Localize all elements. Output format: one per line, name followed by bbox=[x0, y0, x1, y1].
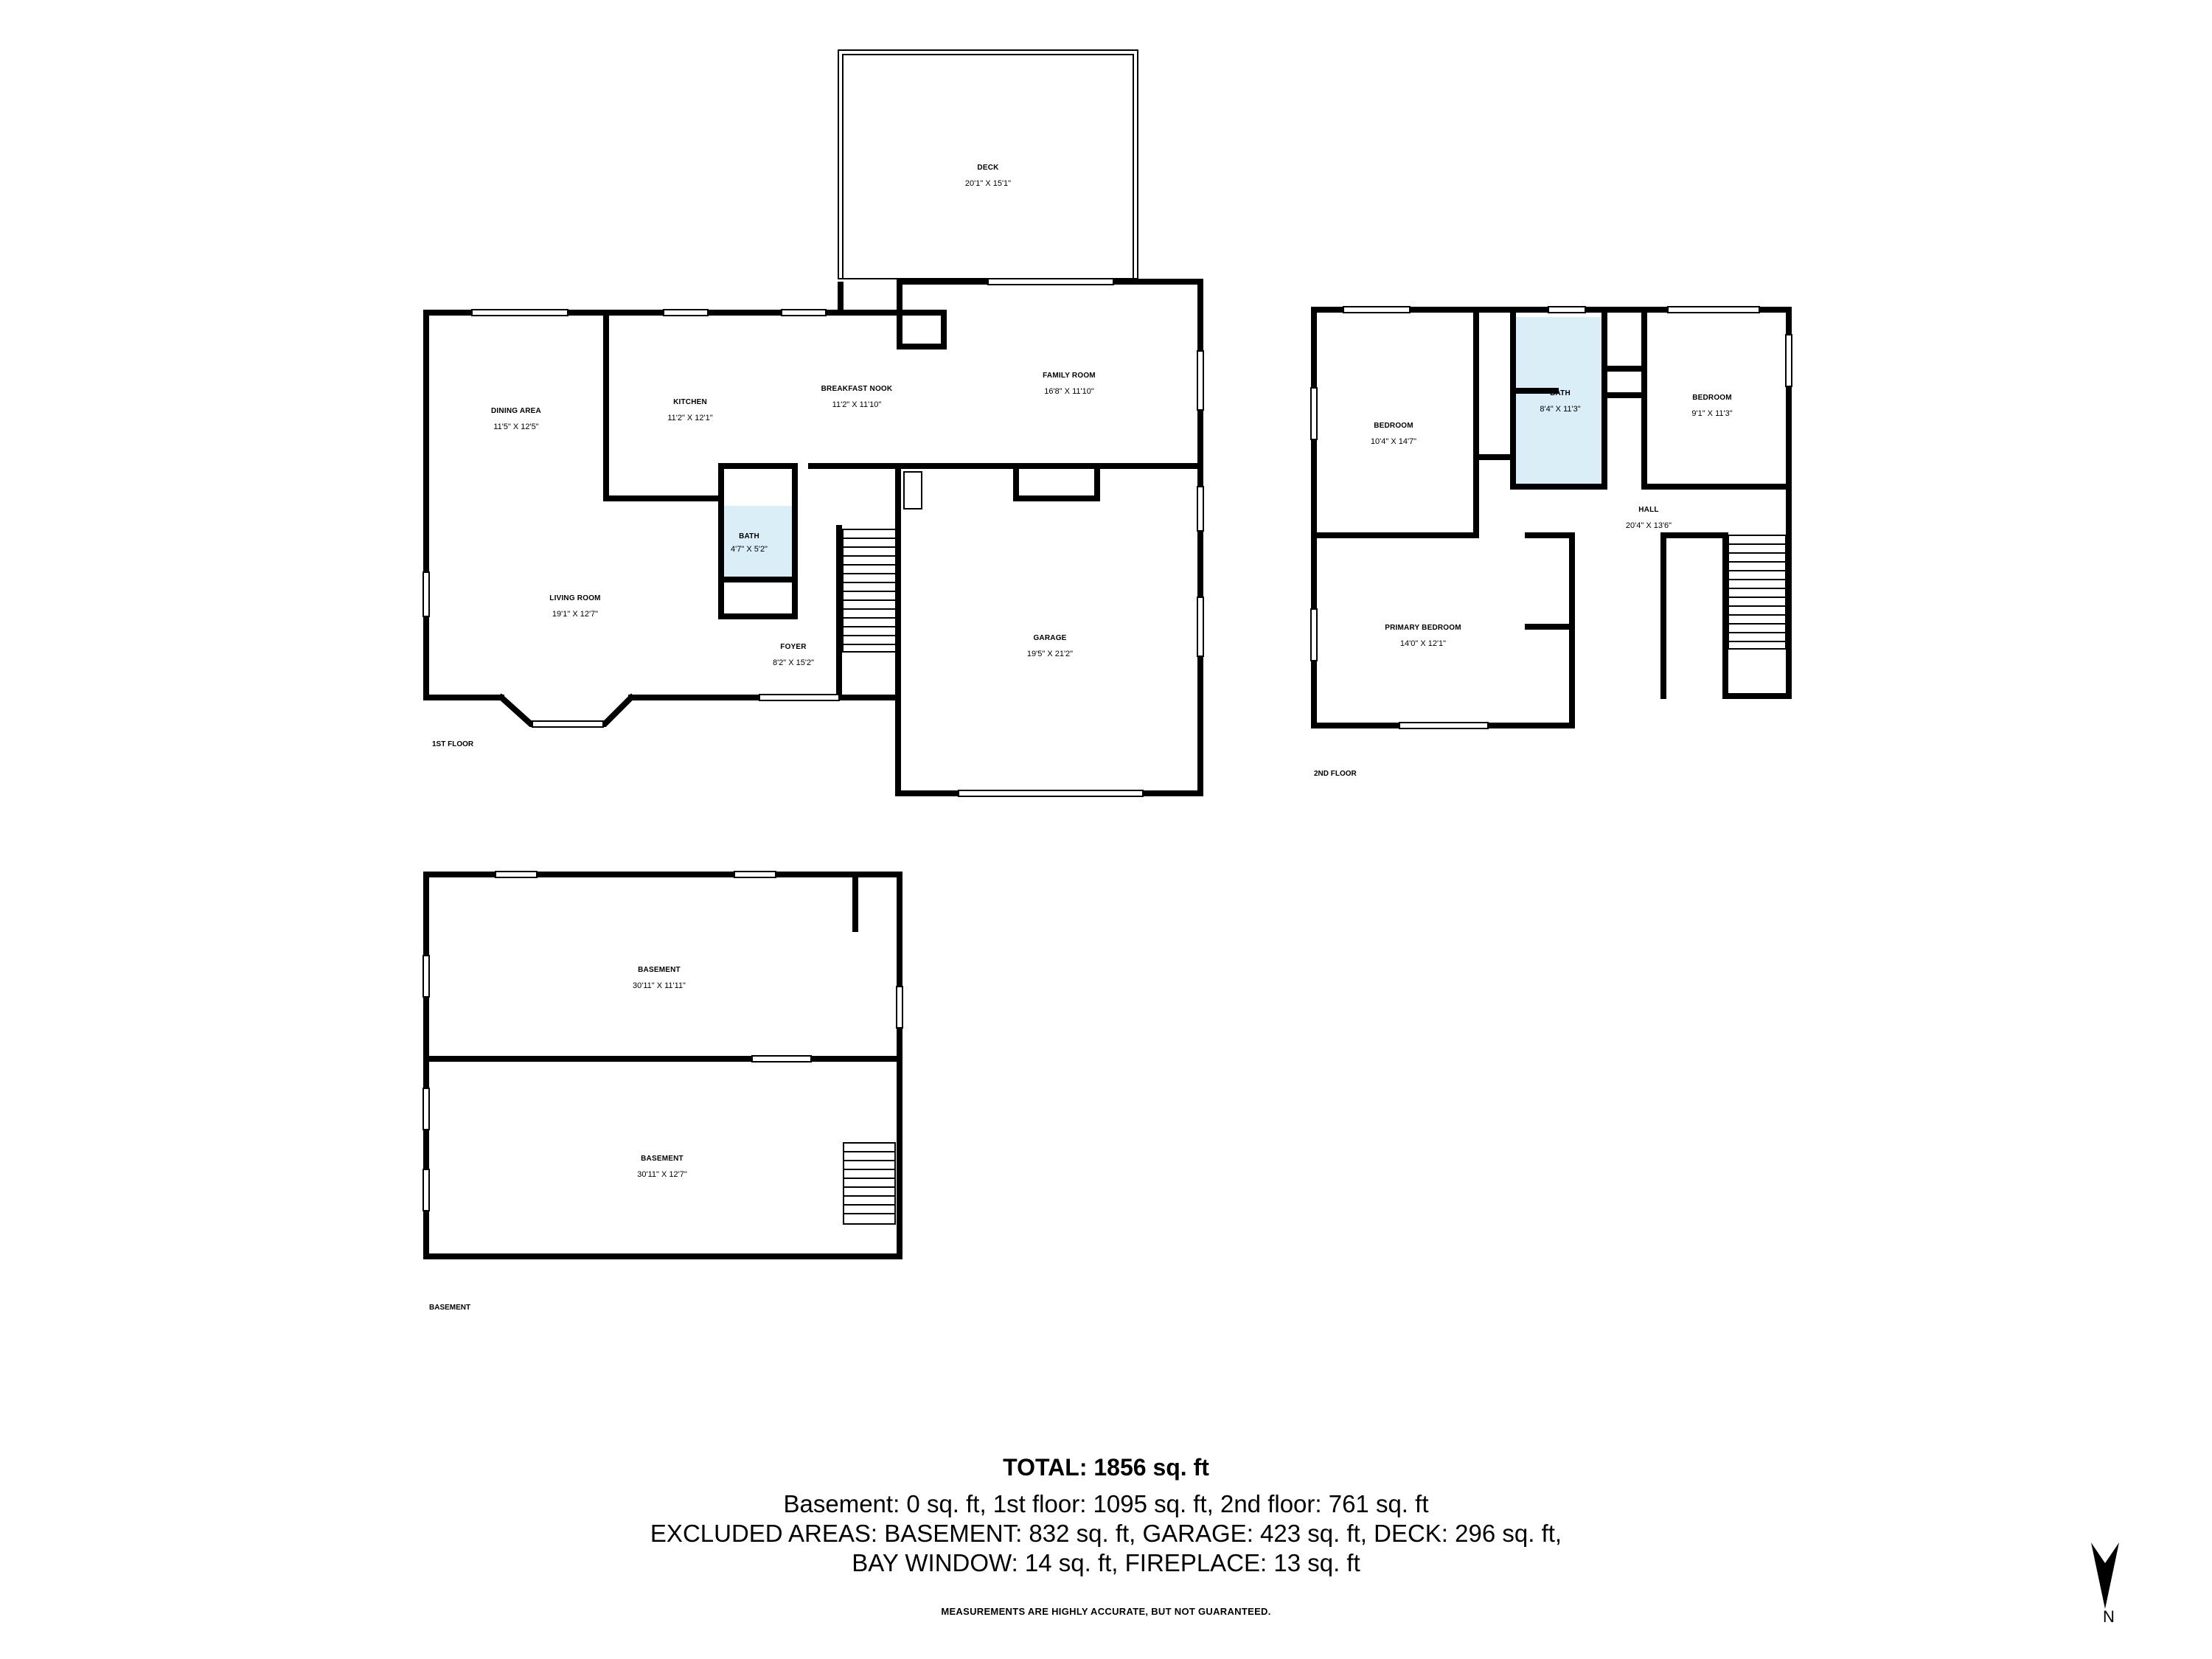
room-label-hall: HALL 20'4" X 13'6" bbox=[1626, 506, 1672, 530]
foyer-name: FOYER bbox=[780, 643, 807, 651]
room-label-primary-bedroom: PRIMARY BEDROOM 14'0" X 12'1" bbox=[1385, 624, 1461, 648]
garage-name: GARAGE bbox=[1033, 634, 1066, 642]
first-floor-stairs bbox=[842, 471, 922, 653]
second-floor-walls bbox=[1311, 307, 1792, 728]
basement-walls bbox=[423, 872, 902, 1259]
room-label-family-room: FAMILY ROOM 16'8" X 11'10" bbox=[1043, 372, 1096, 396]
breakfast-nook-name: BREAKFAST NOOK bbox=[821, 385, 893, 393]
breakfast-nook-dims: 11'2" X 11'10" bbox=[832, 400, 882, 409]
second-floor-windows bbox=[1310, 306, 1792, 729]
disclaimer: MEASUREMENTS ARE HIGHLY ACCURATE, BUT NO… bbox=[941, 1606, 1271, 1617]
floor-area-breakdown: Basement: 0 sq. ft, 1st floor: 1095 sq. … bbox=[783, 1490, 1429, 1517]
total-area: TOTAL: 1856 sq. ft bbox=[1003, 1454, 1209, 1481]
second-floor-stairs bbox=[1728, 535, 1787, 650]
second-floor: BEDROOM 10'4" X 14'7" BATH 8'4" X 11'3" … bbox=[1310, 306, 1792, 778]
basement-floor: BASEMENT 30'11" X 11'11" BASEMENT 30'11"… bbox=[422, 871, 903, 1312]
floor-label-first: 1ST FLOOR bbox=[432, 740, 474, 748]
hall-name: HALL bbox=[1638, 506, 1658, 514]
bath-second-fill bbox=[1513, 317, 1604, 487]
room-label-basement-upper: BASEMENT 30'11" X 11'11" bbox=[633, 966, 686, 990]
room-label-bath-second: BATH 8'4" X 11'3" bbox=[1540, 389, 1580, 414]
basement-upper-dims: 30'11" X 11'11" bbox=[633, 981, 686, 990]
room-label-bedroom-left: BEDROOM 10'4" X 14'7" bbox=[1371, 422, 1416, 446]
primary-bedroom-name: PRIMARY BEDROOM bbox=[1385, 624, 1461, 632]
floor-label-second: 2ND FLOOR bbox=[1314, 770, 1357, 778]
family-room-dims: 16'8" X 11'10" bbox=[1044, 387, 1094, 396]
basement-lower-name: BASEMENT bbox=[641, 1155, 684, 1163]
room-label-basement-lower: BASEMENT 30'11" X 12'7" bbox=[637, 1155, 687, 1179]
excluded-areas-line-2: BAY WINDOW: 14 sq. ft, FIREPLACE: 13 sq.… bbox=[852, 1549, 1360, 1576]
basement-windows bbox=[422, 871, 903, 1211]
room-label-dining-area: DINING AREA 11'5" X 12'5" bbox=[491, 407, 541, 431]
garage-dims: 19'5" X 21'2" bbox=[1027, 650, 1073, 658]
room-label-bedroom-right: BEDROOM 9'1" X 11'3" bbox=[1691, 394, 1732, 418]
first-floor: DECK 20'1" X 15'1" DINING AREA 11'5" X 1… bbox=[422, 49, 1204, 797]
bedroom-right-name: BEDROOM bbox=[1692, 394, 1732, 402]
family-room-name: FAMILY ROOM bbox=[1043, 372, 1096, 380]
room-label-foyer: FOYER 8'2" X 15'2" bbox=[773, 643, 814, 667]
room-label-garage: GARAGE 19'5" X 21'2" bbox=[1027, 634, 1073, 658]
floor-label-basement: BASEMENT bbox=[429, 1304, 470, 1312]
room-label-bath-first: BATH 4'7" X 5'2" bbox=[731, 532, 768, 554]
bath-second-dims: 8'4" X 11'3" bbox=[1540, 405, 1580, 414]
bedroom-right-dims: 9'1" X 11'3" bbox=[1691, 409, 1732, 418]
dining-area-name: DINING AREA bbox=[491, 407, 541, 415]
first-floor-walls bbox=[423, 279, 1203, 796]
deck-name: DECK bbox=[977, 164, 999, 172]
basement-stairs bbox=[843, 1142, 896, 1225]
compass-label: N bbox=[2103, 1607, 2115, 1626]
bath-first-dims: 4'7" X 5'2" bbox=[731, 545, 768, 554]
living-room-dims: 19'1" X 12'7" bbox=[552, 610, 598, 619]
excluded-areas-line: EXCLUDED AREAS: BASEMENT: 832 sq. ft, GA… bbox=[650, 1520, 1562, 1547]
bedroom-left-dims: 10'4" X 14'7" bbox=[1371, 437, 1416, 446]
living-room-name: LIVING ROOM bbox=[549, 594, 600, 602]
basement-upper-name: BASEMENT bbox=[638, 966, 681, 974]
room-label-living-room: LIVING ROOM 19'1" X 12'7" bbox=[549, 594, 600, 619]
bath-first-name: BATH bbox=[739, 532, 759, 540]
foyer-dims: 8'2" X 15'2" bbox=[773, 658, 814, 667]
bedroom-left-name: BEDROOM bbox=[1374, 422, 1413, 430]
kitchen-name: KITCHEN bbox=[673, 398, 707, 406]
first-floor-windows bbox=[422, 278, 1204, 797]
bath-second-name: BATH bbox=[1550, 389, 1571, 397]
basement-lower-dims: 30'11" X 12'7" bbox=[637, 1170, 687, 1179]
north-arrow-icon bbox=[2091, 1543, 2119, 1609]
hall-dims: 20'4" X 13'6" bbox=[1626, 521, 1672, 530]
deck-dims: 20'1" X 15'1" bbox=[965, 179, 1011, 188]
room-label-deck: DECK 20'1" X 15'1" bbox=[965, 164, 1011, 188]
bath-first-fill bbox=[721, 506, 795, 580]
room-label-breakfast-nook: BREAKFAST NOOK 11'2" X 11'10" bbox=[821, 385, 893, 409]
room-label-kitchen: KITCHEN 11'2" X 12'1" bbox=[667, 398, 712, 422]
kitchen-dims: 11'2" X 12'1" bbox=[667, 414, 712, 422]
primary-bedroom-dims: 14'0" X 12'1" bbox=[1400, 639, 1446, 648]
dining-area-dims: 11'5" X 12'5" bbox=[493, 422, 538, 431]
